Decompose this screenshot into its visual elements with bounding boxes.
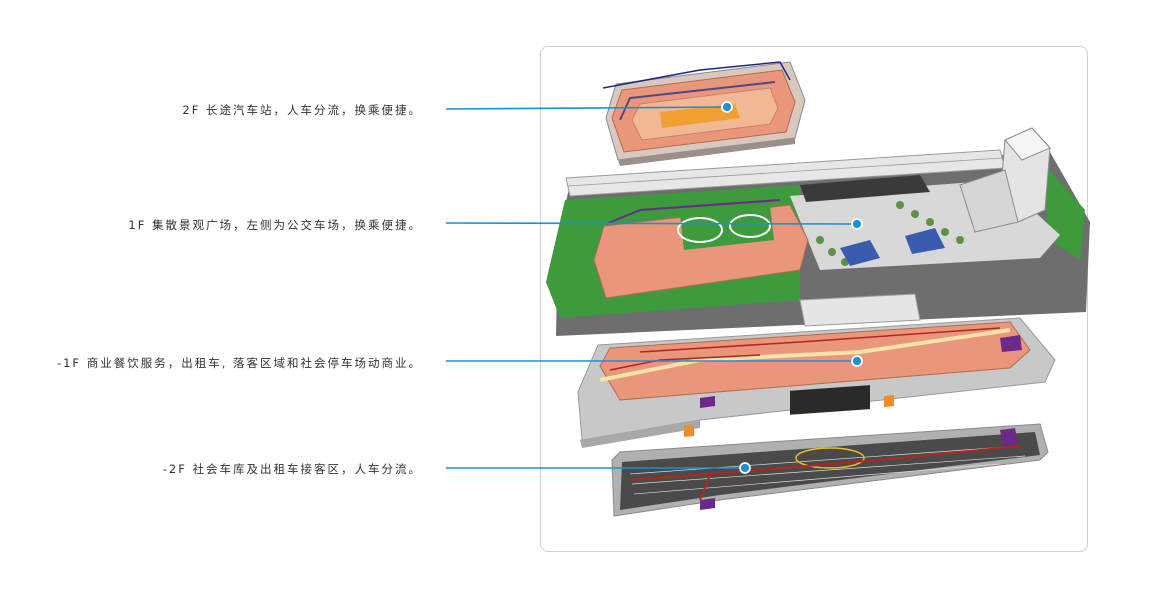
marker-dot [721, 101, 733, 113]
floor-b2 [611, 385, 1049, 517]
floor-1f [546, 127, 1090, 336]
marker-dot [851, 218, 863, 230]
callout-1f: 1F 集散景观广场，左侧为公交车场，换乘便捷。 [128, 218, 422, 232]
leader-b1 [446, 355, 863, 367]
floor-2f [602, 61, 806, 166]
marker-dot [851, 355, 863, 367]
callout-b2: -2F 社会车库及出租车接客区，人车分流。 [162, 462, 422, 476]
marker-dot [739, 462, 751, 474]
leader-1f [445, 218, 863, 230]
callout-b1: -1F 商业餐饮服务，出租车, 落客区域和社会停车场动商业。 [56, 356, 422, 370]
leader-b2 [446, 462, 751, 474]
leader-2f [445, 101, 733, 113]
callout-2f: 2F 长途汽车站，人车分流，换乘便捷。 [182, 103, 422, 117]
